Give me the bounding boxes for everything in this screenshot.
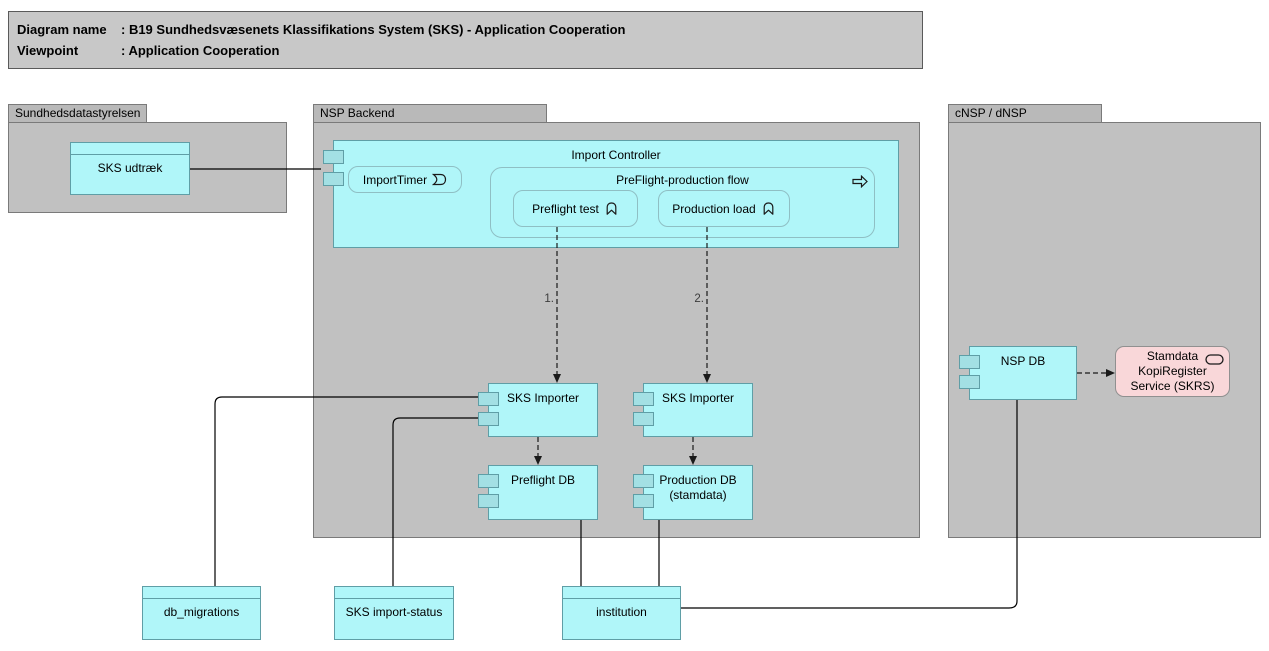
node-preflight-test[interactable]: Preflight test [513, 190, 638, 227]
component-port-icon [633, 392, 654, 406]
component-port-icon [633, 474, 654, 488]
event-icon [432, 173, 447, 186]
node-sks-udtraek[interactable]: SKS udtræk [70, 142, 190, 195]
flow-step-2-label: 2. [694, 293, 704, 305]
node-label: Import Controller [571, 148, 661, 162]
node-preflight-db[interactable]: Preflight DB [478, 465, 598, 520]
component-port-icon [633, 494, 654, 508]
component-port-icon [323, 172, 344, 186]
group-body-cnsp-dnsp[interactable] [948, 122, 1261, 538]
node-label: Preflight test [532, 201, 599, 216]
data-object-bar [563, 587, 680, 599]
component-port-icon [959, 355, 980, 369]
title-row-viewpoint: Viewpoint : Application Cooperation [17, 40, 914, 61]
node-label: institution [596, 605, 647, 619]
node-label: SKS Importer [661, 391, 735, 405]
data-object-bar [143, 587, 260, 599]
title-row-diagram-name: Diagram name : B19 Sundhedsvæsenets Klas… [17, 19, 914, 40]
component-port-icon [323, 150, 344, 164]
title-label: Diagram name [17, 22, 107, 37]
node-label: PreFlight-production flow [616, 173, 749, 187]
group-tab-sundhedsdatastyrelsen[interactable]: Sundhedsdatastyrelsen [8, 104, 147, 123]
component-port-icon [959, 375, 980, 389]
node-institution[interactable]: institution [562, 586, 681, 640]
node-label: SKS udtræk [97, 161, 163, 175]
node-label: Preflight DB [510, 473, 576, 487]
component-port-icon [478, 392, 499, 406]
node-label: Production DB (stamdata) [659, 473, 737, 502]
node-sks-importer-2[interactable]: SKS Importer [633, 383, 753, 437]
node-label: SKS Importer [506, 391, 580, 405]
node-label: SKS import-status [345, 605, 443, 619]
title-label: Viewpoint [17, 43, 79, 58]
service-icon [1205, 354, 1224, 365]
diagram-title-block: Diagram name : B19 Sundhedsvæsenets Klas… [8, 11, 923, 69]
node-db-migrations[interactable]: db_migrations [142, 586, 261, 640]
node-import-timer[interactable]: ImportTimer [348, 166, 462, 193]
node-production-db[interactable]: Production DB (stamdata) [633, 465, 753, 520]
node-sks-import-status[interactable]: SKS import-status [334, 586, 454, 640]
function-chevron-icon [606, 202, 617, 215]
component-port-icon [478, 494, 499, 508]
component-port-icon [478, 412, 499, 426]
title-value: : B19 Sundhedsvæsenets Klassifikations S… [121, 22, 626, 37]
title-value: : Application Cooperation [121, 43, 280, 58]
node-preflight-production-flow[interactable]: PreFlight-production flow [490, 167, 875, 238]
component-port-icon [633, 412, 654, 426]
function-chevron-icon [763, 202, 774, 215]
data-object-bar [71, 143, 189, 155]
group-tab-nsp-backend[interactable]: NSP Backend [313, 104, 547, 123]
node-sks-importer-1[interactable]: SKS Importer [478, 383, 598, 437]
node-label: Production load [672, 201, 756, 216]
component-port-icon [478, 474, 499, 488]
node-production-load[interactable]: Production load [658, 190, 790, 227]
node-label: db_migrations [163, 605, 240, 619]
node-label: NSP DB [1000, 354, 1046, 368]
node-skrs-service[interactable]: Stamdata KopiRegister Service (SKRS) [1115, 346, 1230, 397]
flow-step-1-label: 1. [544, 293, 554, 305]
node-nsp-db[interactable]: NSP DB [959, 346, 1077, 400]
group-tab-cnsp-dnsp[interactable]: cNSP / dNSP [948, 104, 1102, 123]
process-arrow-icon [852, 175, 868, 188]
node-label: Stamdata KopiRegister Service (SKRS) [1130, 349, 1215, 393]
node-label: ImportTimer [362, 172, 428, 187]
data-object-bar [335, 587, 453, 599]
